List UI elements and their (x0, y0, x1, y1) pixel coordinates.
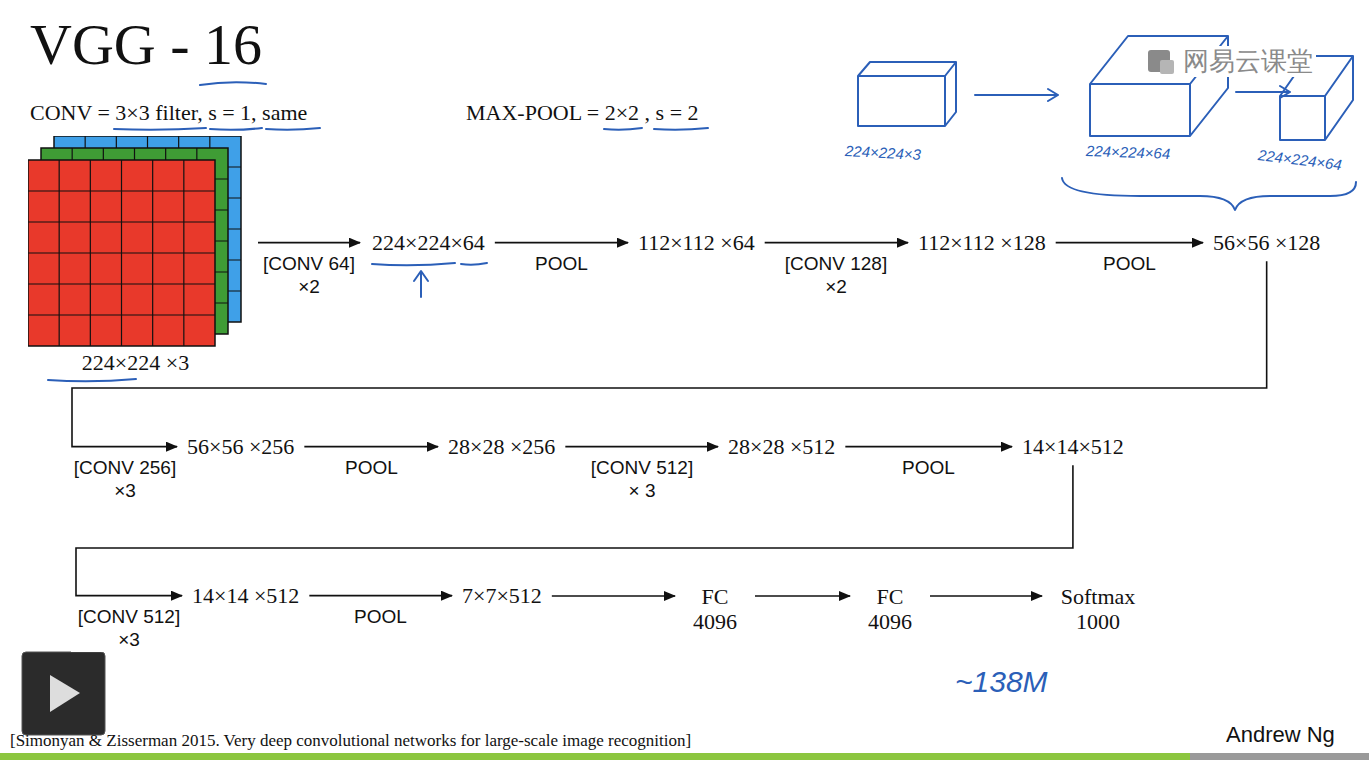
feature-map-size: 14×14 ×512 (192, 583, 299, 608)
underline (604, 128, 642, 130)
handwritten-note: 224×224×64 (1086, 142, 1171, 163)
flow-arrow (258, 242, 360, 244)
feature-map-size: 14×14×512 (1022, 434, 1124, 459)
layer-operation: POOL (900, 457, 957, 480)
handwritten-annotations (48, 36, 1356, 381)
feature-map-size: 56×56 ×128 (1213, 230, 1320, 255)
watermark: 网易云课堂 (1180, 46, 1316, 77)
layer-operation: [CONV 128] ×2 (778, 253, 894, 299)
feature-map-size: FC 4096 (860, 584, 920, 635)
size-text: 112×112 ×64 (638, 230, 755, 255)
underline (114, 128, 206, 130)
feature-map-size: 28×28 ×256 (448, 434, 555, 459)
channel-plane (28, 160, 215, 346)
progress-track (1190, 753, 1369, 760)
grid-line (28, 252, 215, 253)
size-text: 7×7×512 (462, 583, 542, 608)
feature-map-size: Softmax 1000 (1052, 584, 1144, 635)
size-text: FC 4096 (860, 584, 920, 635)
underline (461, 263, 487, 265)
definition-note: MAX-POOL = 2×2 , s = 2 (466, 100, 699, 126)
size-text: 224×224×64 (372, 230, 485, 255)
video-play-button (22, 652, 105, 735)
color-channel (28, 160, 215, 346)
layer-operation: [CONV 64] ×2 (257, 253, 361, 299)
grid-line (28, 314, 215, 315)
flow-arrow (765, 242, 908, 244)
feature-map-size: 112×112 ×64 (638, 230, 755, 255)
citation: [Simonyan & Zisserman 2015. Very deep co… (10, 731, 691, 751)
size-text: 28×28 ×256 (448, 434, 555, 459)
feature-map-size: 28×28 ×512 (728, 434, 835, 459)
flow-arrow (76, 465, 1073, 595)
size-text: 112×112 ×128 (918, 230, 1046, 255)
underline (654, 128, 708, 130)
flow-arrow (552, 595, 675, 597)
feature-map-size: FC 4096 (685, 584, 745, 635)
layer-operation: [CONV 512] × 3 (584, 457, 700, 503)
underline (266, 128, 320, 130)
flow-arrow (565, 446, 718, 448)
underline (200, 82, 266, 85)
volume-sketch (858, 62, 956, 126)
sketch-arrow (975, 89, 1058, 101)
size-text: 28×28 ×512 (728, 434, 835, 459)
layer-operation: [CONV 256] ×3 (67, 457, 183, 503)
handwritten-note: ~138M (955, 664, 1048, 700)
underline (372, 263, 455, 265)
size-text: 56×56 ×128 (1213, 230, 1320, 255)
definition-note: CONV = 3×3 filter, s = 1, same (30, 100, 307, 126)
brace (1062, 178, 1356, 210)
size-text: Softmax 1000 (1052, 584, 1144, 635)
flow-arrow (755, 595, 850, 597)
underline (210, 128, 262, 130)
size-text: 56×56 ×256 (187, 434, 294, 459)
grid-line (152, 160, 153, 346)
underline (48, 379, 136, 381)
feature-map-size: 56×56 ×256 (187, 434, 294, 459)
layer-operation: POOL (352, 606, 409, 629)
layer-operation: POOL (1101, 253, 1158, 276)
flow-arrow (1056, 242, 1203, 244)
slide-title: VGG - 16 (30, 12, 262, 79)
watermark-logo (1148, 50, 1174, 74)
up-arrow (414, 271, 428, 297)
handwritten-note: 224×224×64 (1257, 146, 1343, 174)
size-text: FC 4096 (685, 584, 745, 635)
feature-map-size: 7×7×512 (462, 583, 542, 608)
flow-arrow (304, 446, 438, 448)
size-text: 14×14×512 (1022, 434, 1124, 459)
input-size-label: 224×224 ×3 (28, 350, 243, 375)
author-name: Andrew Ng (1226, 722, 1335, 748)
flow-arrow (495, 242, 628, 244)
flow-arrow (72, 261, 1267, 446)
size-text: 14×14 ×512 (192, 583, 299, 608)
feature-map-size: 224×224×64 (372, 230, 485, 255)
handwritten-note: 224×224×3 (845, 142, 922, 164)
rgb-input-volume (28, 136, 243, 348)
progress-bar (0, 753, 1190, 760)
layer-operation: POOL (343, 457, 400, 480)
feature-map-size: 112×112 ×128 (918, 230, 1046, 255)
layer-operation: POOL (533, 253, 590, 276)
grid-line (183, 160, 184, 346)
layer-operation: [CONV 512] ×3 (71, 606, 187, 652)
input-image: 224×224 ×3 (28, 136, 243, 375)
flow-arrow (930, 595, 1042, 597)
grid-line (28, 283, 215, 284)
flow-arrow (845, 446, 1012, 448)
flow-arrow (309, 595, 452, 597)
